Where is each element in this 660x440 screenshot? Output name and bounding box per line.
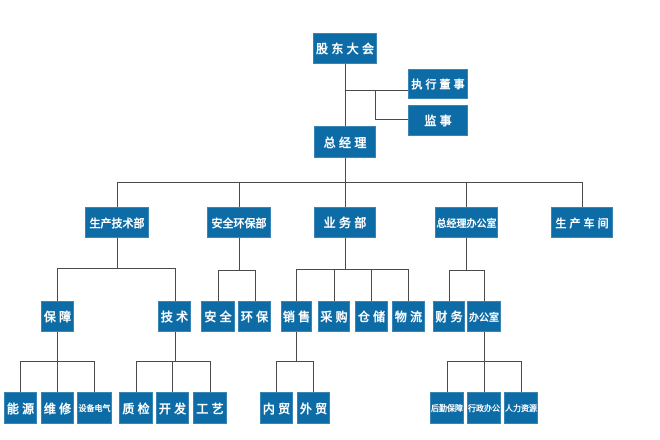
org-node-warehousing: 仓 储 bbox=[355, 301, 388, 332]
org-node-process: 工 艺 bbox=[193, 392, 227, 424]
org-node-maintenance: 维 修 bbox=[41, 392, 74, 424]
org-node-development: 开 发 bbox=[156, 392, 189, 424]
connector-line bbox=[20, 361, 21, 392]
connector-line bbox=[521, 361, 522, 392]
connector-line bbox=[172, 361, 173, 392]
connector-line bbox=[57, 268, 58, 301]
org-node-office: 办公室 bbox=[467, 301, 501, 332]
org-node-executive-director: 执 行 董 事 bbox=[408, 69, 468, 99]
connector-line bbox=[582, 182, 583, 207]
connector-line bbox=[276, 361, 277, 392]
connector-line bbox=[136, 361, 211, 362]
connector-line bbox=[371, 269, 372, 301]
org-node-finance: 财 务 bbox=[433, 301, 465, 332]
org-node-sales: 销 售 bbox=[281, 301, 312, 332]
connector-line bbox=[345, 182, 346, 207]
org-node-shareholders-meeting: 股 东 大 会 bbox=[313, 33, 377, 64]
connector-line bbox=[449, 270, 450, 301]
connector-line bbox=[313, 361, 314, 392]
connector-line bbox=[255, 270, 256, 301]
org-node-energy: 能 源 bbox=[4, 392, 37, 424]
connector-line bbox=[334, 269, 335, 301]
connector-line bbox=[345, 158, 346, 183]
connector-line bbox=[239, 182, 240, 207]
connector-line bbox=[175, 332, 176, 361]
org-node-supervisor: 监 事 bbox=[408, 105, 468, 136]
org-node-general-manager: 总 经 理 bbox=[314, 126, 376, 158]
connector-line bbox=[276, 361, 314, 362]
connector-line bbox=[175, 268, 176, 301]
org-node-quality-inspection: 质 检 bbox=[119, 392, 153, 424]
connector-line bbox=[218, 270, 256, 271]
connector-line bbox=[136, 361, 137, 392]
org-node-production-workshop: 生 产 车 间 bbox=[551, 207, 613, 238]
connector-line bbox=[210, 361, 211, 392]
connector-line bbox=[408, 269, 409, 301]
org-node-human-resources: 人力资源 bbox=[504, 392, 538, 424]
connector-line bbox=[449, 270, 485, 271]
connector-line bbox=[57, 361, 58, 392]
org-node-technology: 技 术 bbox=[158, 301, 191, 332]
connector-line bbox=[345, 238, 346, 269]
org-node-production-tech-dept: 生产技术部 bbox=[85, 207, 149, 238]
connector-line bbox=[117, 182, 118, 207]
connector-line bbox=[466, 238, 467, 270]
org-node-logistics-support: 后勤保障 bbox=[430, 392, 464, 424]
connector-line bbox=[466, 182, 467, 207]
connector-line bbox=[94, 361, 95, 392]
connector-line bbox=[484, 332, 485, 361]
org-node-foreign-trade: 外 贸 bbox=[297, 392, 330, 424]
connector-line bbox=[117, 238, 118, 268]
org-node-business-dept: 业 务 部 bbox=[314, 207, 376, 238]
connector-line bbox=[447, 361, 448, 392]
connector-line bbox=[484, 361, 485, 392]
org-node-procurement: 采 购 bbox=[318, 301, 350, 332]
connector-line bbox=[296, 269, 297, 301]
org-node-safety-env-dept: 安全环保部 bbox=[207, 207, 271, 238]
org-node-domestic-trade: 内 贸 bbox=[260, 392, 293, 424]
org-node-environment: 环 保 bbox=[238, 301, 271, 332]
org-node-gm-office: 总经理办公室 bbox=[435, 207, 498, 238]
connector-line bbox=[375, 90, 376, 120]
org-node-safety: 安 全 bbox=[201, 301, 235, 332]
connector-line bbox=[484, 270, 485, 301]
connector-line bbox=[57, 268, 176, 269]
connector-line bbox=[117, 182, 583, 183]
connector-line bbox=[375, 119, 408, 120]
connector-line bbox=[345, 90, 408, 91]
org-node-equipment-electrical: 设备电气 bbox=[77, 392, 112, 424]
connector-line bbox=[296, 269, 409, 270]
connector-line bbox=[239, 238, 240, 270]
connector-line bbox=[218, 270, 219, 301]
org-node-logistics: 物 流 bbox=[392, 301, 425, 332]
org-node-admin-office: 行政办公 bbox=[467, 392, 501, 424]
connector-line bbox=[57, 332, 58, 361]
connector-line bbox=[296, 332, 297, 361]
org-node-support: 保 障 bbox=[41, 301, 74, 332]
connector-line bbox=[345, 64, 346, 126]
